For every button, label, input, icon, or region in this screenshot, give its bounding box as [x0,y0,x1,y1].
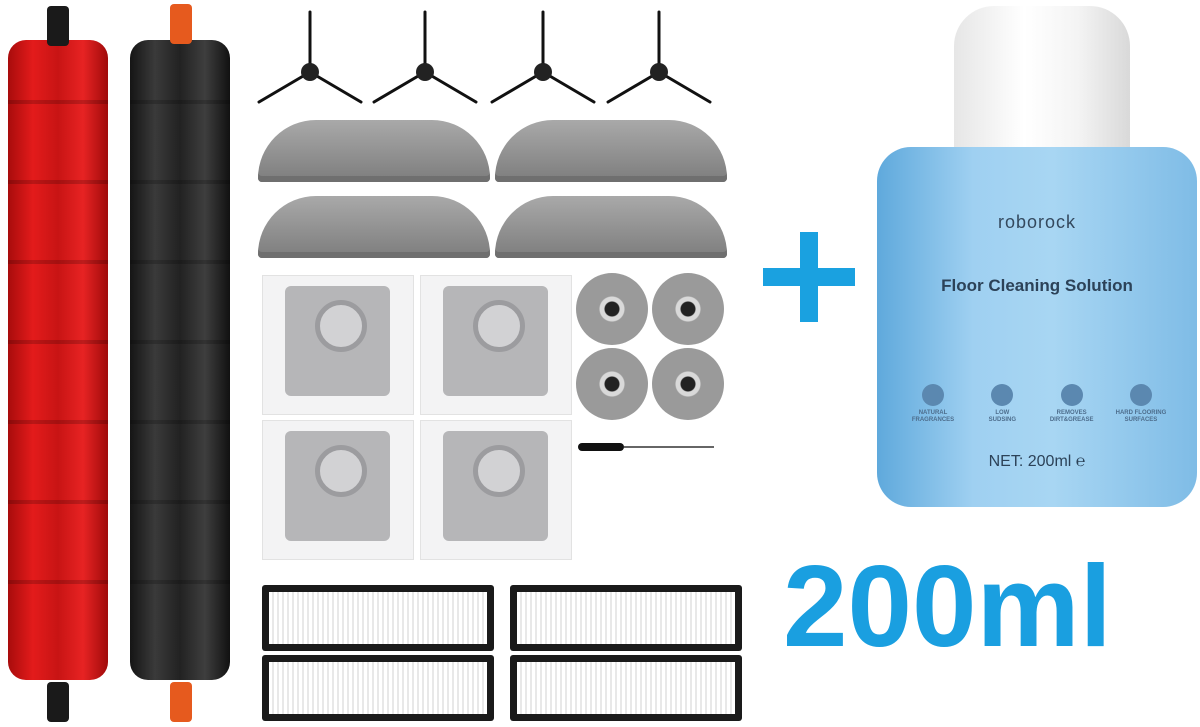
feature-label: NATURAL [918,410,948,416]
feature-label: SUDSING [988,417,1016,423]
screwdriver-icon [578,443,714,451]
mop-pad [258,196,490,258]
mop-pad [495,120,727,182]
roller-cap-bottom [47,682,69,722]
round-mop-pad [652,273,724,345]
wave-icon [1060,384,1083,406]
mop-pad [495,196,727,258]
dust-bag [262,420,414,560]
floor-icon [1129,384,1152,406]
hepa-filter [262,655,494,721]
brand-logo: roborock [997,212,1077,232]
round-mop-pad [576,273,648,345]
feature-item: HARD FLOORING SURFACES [1110,384,1172,424]
feature-item: LOW SUDSING [971,384,1033,424]
roller-cap-bottom-orange [170,682,192,722]
roller-cap-top-orange [170,4,192,44]
side-brush [257,10,363,104]
dust-bag [262,275,414,415]
round-mop-pad [652,348,724,420]
feature-label: HARD FLOORING [1115,410,1167,416]
leaf-icon [922,384,944,406]
dust-bag [420,420,572,560]
volume-label: 200ml [783,541,1112,671]
feature-label: LOW [995,410,1010,416]
roller-cap-top [47,6,69,46]
feature-item: NATURAL FRAGRANCES [902,384,964,424]
round-mop-pad [576,348,648,420]
main-roller-brush-black [130,40,230,680]
hepa-filter [510,585,742,651]
plus-icon-vertical [800,232,818,322]
feature-label: REMOVES [1056,410,1087,416]
main-roller-brush-red [8,40,108,680]
feature-label: FRAGRANCES [911,417,955,423]
feature-label: DIRT&GREASE [1049,417,1094,423]
feature-item: REMOVES DIRT&GREASE [1041,384,1103,424]
side-brush [372,10,478,104]
water-icon [991,384,1014,406]
cleaning-solution-bottle [877,147,1197,507]
hepa-filter [262,585,494,651]
dust-bag [420,275,572,415]
mop-pad [258,120,490,182]
net-volume: NET: 200ml ℮ [988,453,1086,470]
bottle-cap [954,6,1130,156]
side-brush [606,10,712,104]
product-name: Floor Cleaning Solution [941,276,1133,295]
hepa-filter [510,655,742,721]
feature-icons: NATURAL FRAGRANCES LOW SUDSING REMOVES D… [902,384,1172,424]
side-brush [490,10,596,104]
feature-label: SURFACES [1124,417,1158,423]
